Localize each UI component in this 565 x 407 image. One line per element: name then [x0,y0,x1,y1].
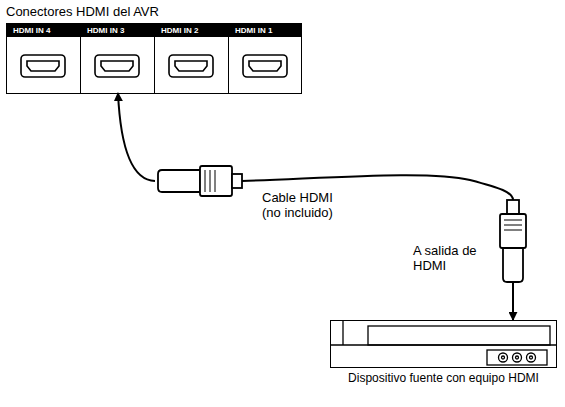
port-label: HDMI IN 2 [155,24,228,37]
hdmi-port [169,55,213,77]
hdmi-ports [21,55,287,77]
port-label: HDMI IN 3 [81,24,154,37]
hdmi-port [95,55,139,77]
port-label: HDMI IN 1 [229,24,301,37]
right-hdmi-plug [500,200,526,282]
hdmi-input: HDMI IN 2 [155,24,229,93]
source-device: Dispositivo fuente con equipo HDMI [330,320,557,368]
heading: Dispositivo fuente con equipo HDMI [331,371,556,386]
port-label: HDMI IN 4 [7,24,80,37]
connector-panel: Conectores HDMI del AVRHDMI IN 4HDMI IN … [6,23,302,94]
heading: Conectores HDMI del AVR [6,4,159,20]
connection-note: A salida de HDMI [413,243,489,273]
hdmi-port [21,55,65,77]
hdmi-input: HDMI IN 1 [229,24,301,93]
cable-label: Cable HDMI (no incluido) [262,190,354,220]
source-device-detail [330,320,557,365]
hdmi-input: HDMI IN 3 [81,24,155,93]
hdmi-port [243,55,287,77]
hdmi-cable [118,93,513,320]
left-hdmi-plug [158,166,242,196]
hdmi-input: HDMI IN 4 [7,24,81,93]
